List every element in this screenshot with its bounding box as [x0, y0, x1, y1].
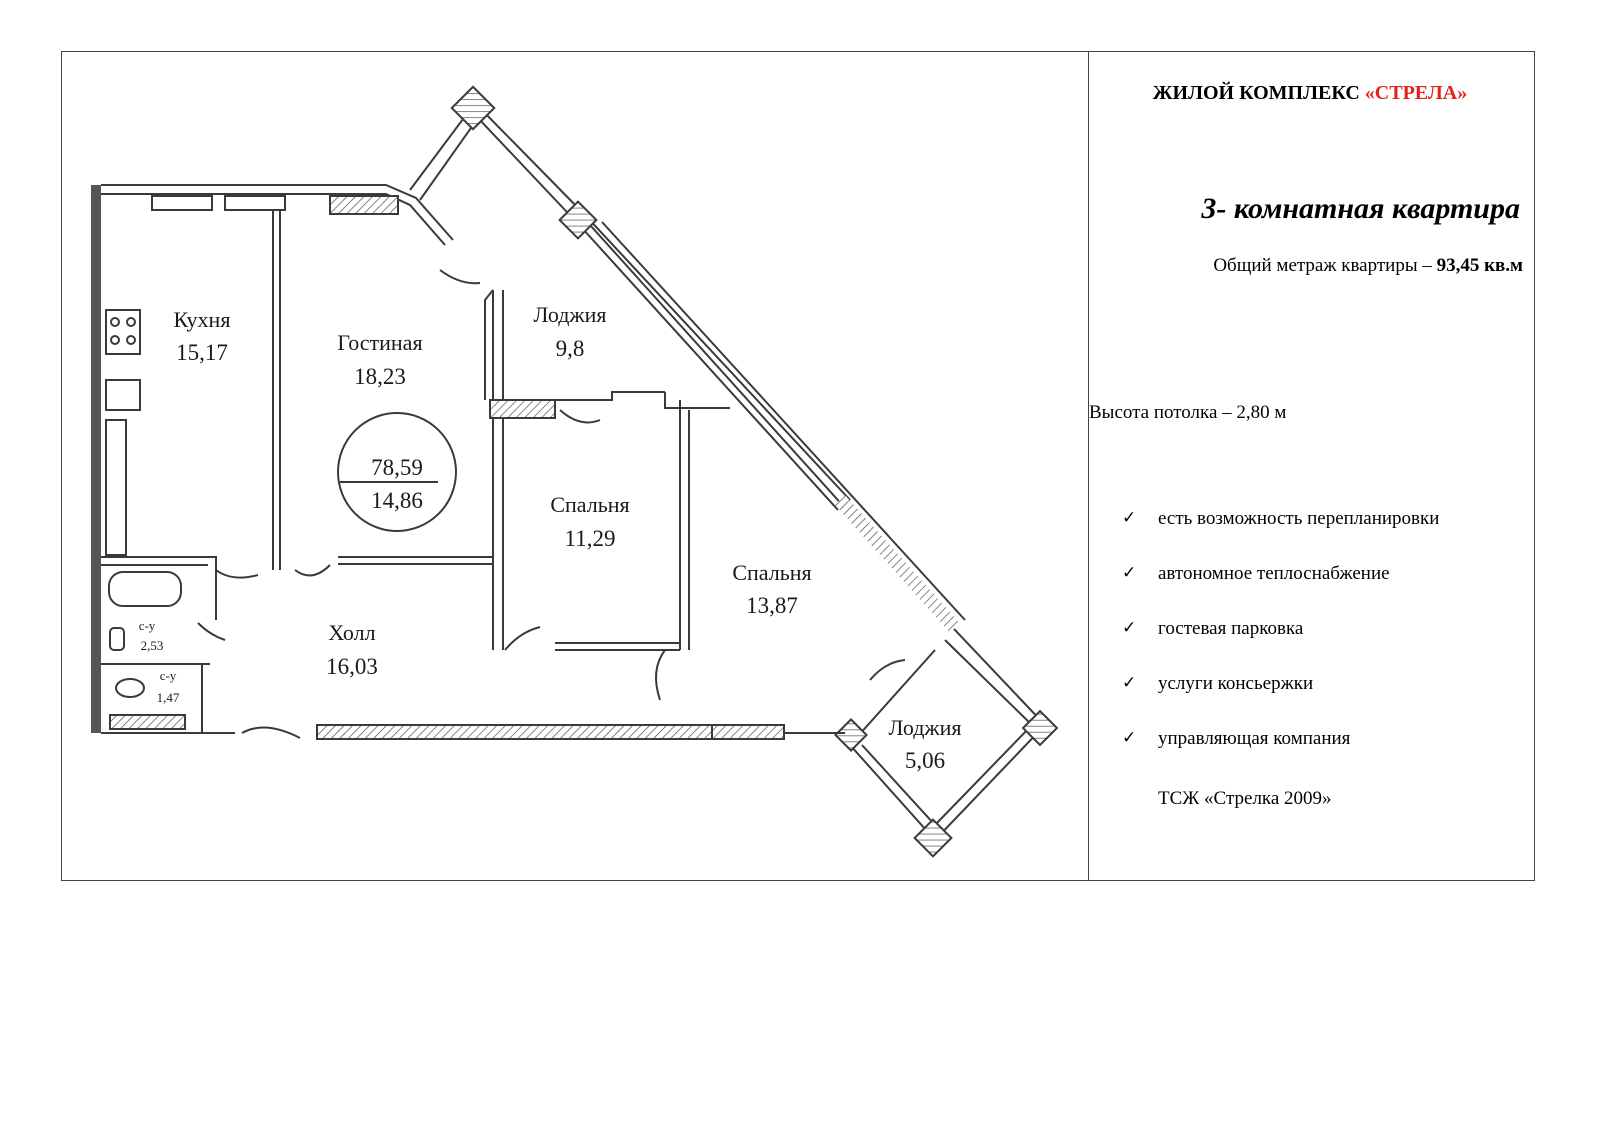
check-mark-icon: ✓: [1122, 673, 1137, 693]
toilet-icon: [115, 678, 145, 698]
ceiling-height: Высота потолка – 2,80 м: [1089, 402, 1287, 423]
feature-item: ✓ управляющая компания: [1122, 728, 1439, 783]
stove-icon: [105, 309, 141, 355]
room-name: Лоджия: [533, 302, 606, 327]
bathtub: [108, 571, 182, 607]
feature-item: ✓ автономное теплоснабжение: [1122, 563, 1439, 618]
room-name: Спальня: [550, 492, 629, 517]
check-mark-icon: ✓: [1122, 563, 1137, 583]
feature-item: ✓ услуги консьержки: [1122, 673, 1439, 728]
feature-text: гостевая парковка: [1158, 618, 1304, 639]
check-mark-icon: ✓: [1122, 508, 1137, 528]
west-wall: [91, 185, 101, 733]
complex-name: «СТРЕЛА»: [1364, 82, 1468, 104]
north-wall: [101, 184, 454, 241]
room-area: 2,53: [141, 638, 164, 653]
panel-divider: [1088, 51, 1089, 881]
loggia-rail: [409, 101, 851, 501]
total-living-area: 78,59: [371, 455, 423, 480]
room-name: Спальня: [732, 560, 811, 585]
room-area: 15,17: [176, 340, 228, 365]
room-area: 13,87: [746, 593, 798, 618]
room-area: 16,03: [326, 654, 378, 679]
room-area: 18,23: [354, 364, 406, 389]
room-area: 9,8: [556, 336, 585, 361]
feature-list: ✓ есть возможность перепланировки ✓ автоно…: [1122, 508, 1439, 783]
complex-prefix: ЖИЛОЙ КОМПЛЕКС: [1152, 82, 1360, 104]
secondary-area: 14,86: [371, 488, 423, 513]
room-area: 11,29: [565, 526, 616, 551]
room-area: 1,47: [157, 690, 180, 705]
door-swing: [215, 569, 259, 579]
room-area: 5,06: [905, 748, 945, 773]
hatched-wall: [329, 195, 399, 215]
room-name: Кухня: [174, 307, 231, 332]
room-name: с-у: [160, 668, 177, 683]
total-area-value: 93,45 кв.м: [1436, 255, 1523, 276]
apartment-type: 3- комнатная квартира: [1201, 192, 1520, 225]
sink-icon: [105, 379, 141, 411]
total-area-label: Общий метраж квартиры –: [1213, 255, 1432, 276]
total-area: Общий метраж квартиры – 93,45 кв.м: [1090, 255, 1523, 277]
feature-item: ✓ есть возможность перепланировки: [1122, 508, 1439, 563]
document-frame: [61, 51, 1535, 881]
area-circle: [337, 412, 457, 532]
feature-text: услуги консьержки: [1158, 673, 1314, 694]
check-mark-icon: ✓: [1122, 618, 1137, 638]
complex-title: ЖИЛОЙ КОМПЛЕКС «СТРЕЛА»: [1090, 82, 1530, 105]
management-company-name: ТСЖ «Стрелка 2009»: [1158, 788, 1332, 809]
room-name: Лоджия: [888, 715, 961, 740]
room-name: с-у: [139, 618, 156, 633]
feature-text: автономное теплоснабжение: [1158, 563, 1390, 584]
check-mark-icon: ✓: [1122, 728, 1137, 748]
room-name: Гостиная: [337, 330, 422, 355]
south-wall: [316, 724, 713, 740]
room-name: Холл: [328, 620, 375, 645]
feature-item: ✓ гостевая парковка: [1122, 618, 1439, 673]
feature-text: есть возможность перепланировки: [1158, 508, 1440, 529]
floor-plan: Кухня 15,17 Гостиная 18,23 Лоджия 9,8 Сп…: [91, 85, 1059, 858]
feature-text: управляющая компания: [1158, 728, 1351, 749]
